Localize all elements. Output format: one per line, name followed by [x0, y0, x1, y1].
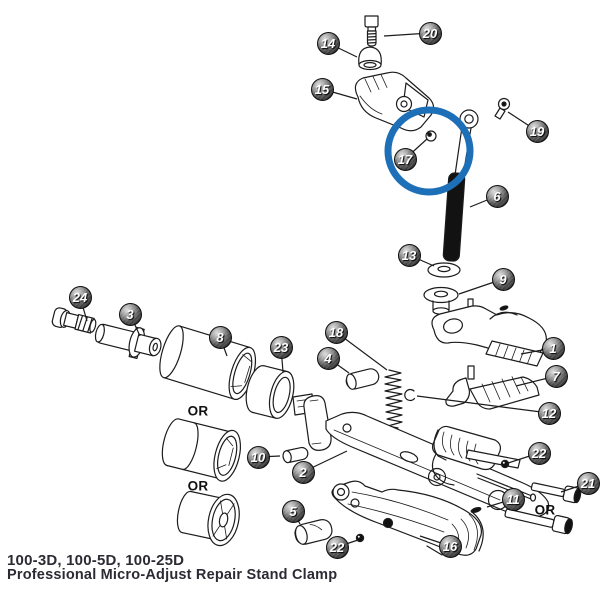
- callout-6[interactable]: 6: [485, 184, 509, 208]
- callout-11[interactable]: 11: [501, 487, 525, 511]
- part-8-alt-sleeve-drawing: [161, 418, 242, 482]
- part-20-bolt-drawing: [364, 15, 379, 47]
- part-3-spindle-drawing: [94, 323, 162, 360]
- part-4-pin-drawing: [345, 368, 380, 390]
- part-24-bolt-drawing: [51, 307, 97, 334]
- callout-8[interactable]: 8: [208, 325, 232, 349]
- callout-7[interactable]: 7: [544, 364, 568, 388]
- callout-19[interactable]: 19: [525, 119, 549, 143]
- callout-22[interactable]: 22: [527, 441, 551, 465]
- part-11-bolt-drawing: [504, 508, 573, 535]
- or-label: OR: [187, 478, 209, 494]
- part-23-ring-drawing: [245, 365, 295, 419]
- part-10-pin-drawing: [282, 446, 309, 464]
- part-17-screw-drawing: [425, 130, 437, 142]
- callout-20[interactable]: 20: [418, 21, 442, 45]
- part-12-clip-drawing: [404, 388, 416, 402]
- part-13-washer-drawing: [427, 262, 461, 278]
- part-14-knob-drawing: [358, 46, 382, 71]
- highlight-circle: [384, 106, 474, 196]
- or-label: OR: [534, 502, 556, 518]
- callout-5[interactable]: 5: [281, 499, 305, 523]
- callout-13[interactable]: 13: [397, 243, 421, 267]
- callout-10[interactable]: 10: [246, 445, 270, 469]
- part-9-bushing-drawing: [423, 286, 459, 315]
- part-18-spring-drawing: [384, 369, 403, 429]
- caption-block: 100-3D, 100-5D, 100-25D Professional Mic…: [7, 553, 337, 583]
- callout-9[interactable]: 9: [491, 267, 515, 291]
- callout-2[interactable]: 2: [291, 460, 315, 484]
- part-2-arm-drawing: [292, 393, 550, 518]
- callout-3[interactable]: 3: [118, 302, 142, 326]
- callout-21[interactable]: 21: [576, 471, 600, 495]
- part-8-alt2-sleeve-drawing: [176, 490, 240, 547]
- callout-4[interactable]: 4: [316, 346, 340, 370]
- model-numbers: 100-3D, 100-5D, 100-25D: [7, 552, 185, 569]
- callout-17[interactable]: 17: [393, 147, 417, 171]
- part-1-upper-jaw-drawing: [431, 298, 547, 367]
- part-19-bolt-drawing: [494, 97, 511, 120]
- part-5-pin-drawing: [294, 519, 333, 545]
- callout-23[interactable]: 23: [269, 335, 293, 359]
- callout-15[interactable]: 15: [310, 77, 334, 101]
- callout-16[interactable]: 16: [438, 534, 462, 558]
- callout-12[interactable]: 12: [537, 401, 561, 425]
- callout-22[interactable]: 22: [325, 535, 349, 559]
- callout-24[interactable]: 24: [68, 285, 92, 309]
- part-22-screw-right-drawing: [500, 459, 510, 469]
- callout-14[interactable]: 14: [316, 31, 340, 55]
- part-22-screw-left-drawing: [355, 533, 365, 543]
- callout-18[interactable]: 18: [324, 320, 348, 344]
- product-name: Professional Micro-Adjust Repair Stand C…: [7, 567, 338, 583]
- callout-1[interactable]: 1: [541, 336, 565, 360]
- or-label: OR: [187, 403, 209, 419]
- leader-line-12: [416, 395, 550, 414]
